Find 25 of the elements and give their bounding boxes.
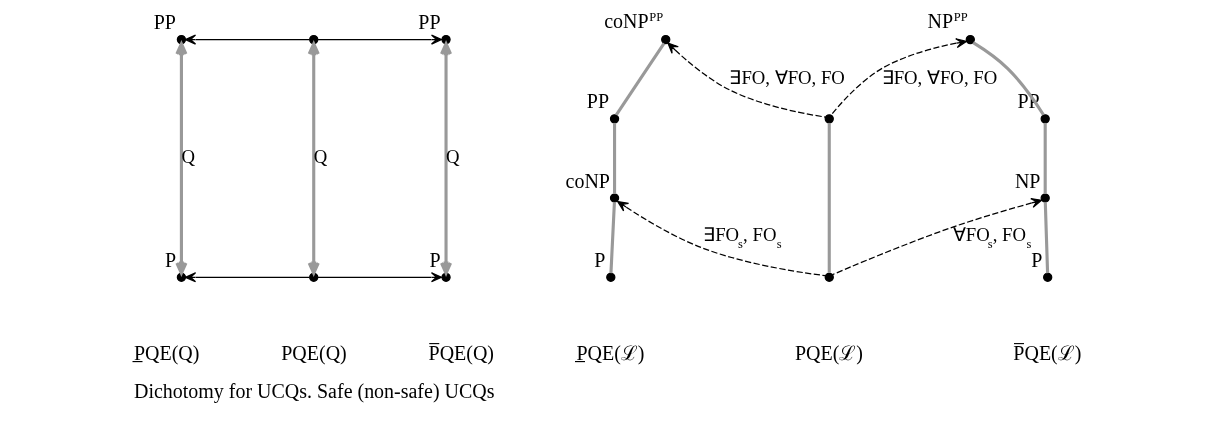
node-label: coNP — [565, 169, 610, 192]
edge-label: Q — [313, 145, 327, 167]
node-label: P — [1030, 248, 1042, 271]
caption: Dichotomy for UCQs. Safe (non-safe) UCQs — [133, 380, 494, 403]
label: PQE(ℒ) — [794, 341, 863, 364]
node-label: PP — [586, 90, 609, 113]
node-label: P — [429, 248, 441, 271]
label: P̅QE(Q) — [428, 341, 494, 364]
node-label: PP — [153, 11, 176, 34]
edge-label: ∃FO$_{s}$, FO$_{s}$ — [702, 223, 782, 251]
node-label: NP — [1014, 169, 1040, 192]
label: PQE(Q) — [280, 341, 347, 364]
label: P̲QE(ℒ) — [575, 341, 645, 364]
node-label: NP$^{PP}$ — [927, 9, 968, 32]
edge-label: Q — [180, 145, 195, 167]
edge-label: ∃FO, ∀FO, FO — [728, 66, 845, 88]
node-label: P — [593, 248, 605, 271]
edge-label: Q — [445, 145, 460, 167]
node-label: P — [164, 248, 176, 271]
edge-label: ∃FO, ∀FO, FO — [881, 66, 997, 88]
node-label: PP — [417, 11, 440, 34]
node-label: coNP$^{PP}$ — [603, 9, 663, 32]
label: P̅QE(ℒ) — [1012, 341, 1081, 364]
label: P̲QE(Q) — [133, 341, 199, 364]
edge-label: ∀FO$_{s}$, FO$_{s}$ — [952, 223, 1031, 251]
